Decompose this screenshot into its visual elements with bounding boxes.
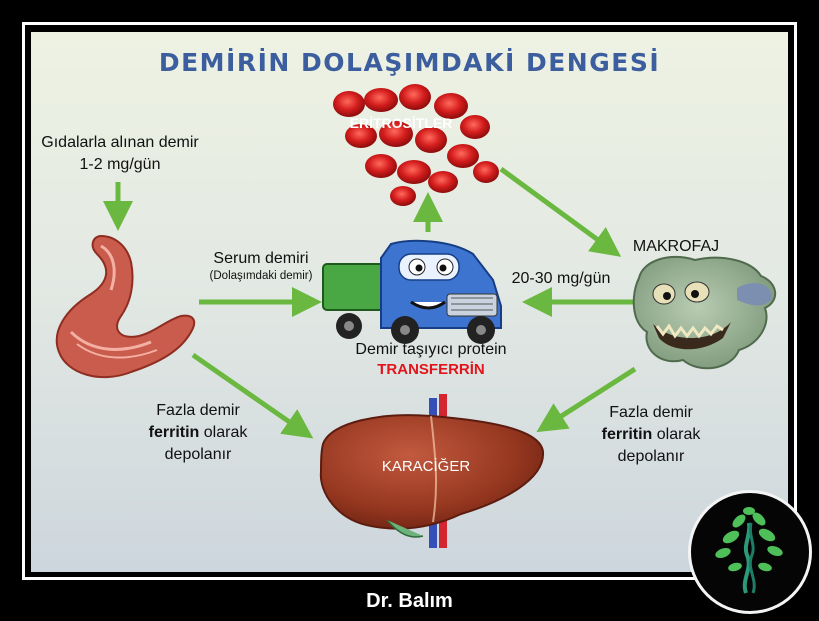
macrophage-flow-label: 20-30 mg/gün <box>511 270 611 287</box>
transport-label: Demir taşıyıcı protein TRANSFERRİN <box>321 339 541 378</box>
excess-left-line3: depolanır <box>164 446 232 463</box>
food-iron-amount: 1-2 mg/gün <box>79 156 161 173</box>
excess-right-line3: depolanır <box>617 448 685 465</box>
stomach-illustration <box>55 234 196 379</box>
erythrocytes-label: ERİTROSİTLER <box>349 115 453 131</box>
red-blood-cells-illustration <box>333 84 499 206</box>
serum-iron-line2: (Dolaşımdaki demir) <box>209 270 313 282</box>
tree-logo-graphic <box>715 507 783 594</box>
excess-left-line2: ferritin olarak <box>123 422 273 444</box>
transferrin-label: TRANSFERRİN <box>377 361 485 378</box>
liver-label: KARACİĞER <box>381 458 471 475</box>
arrow-erythrocytes-to-macrophage <box>499 166 622 257</box>
truck-illustration <box>322 239 502 344</box>
macrophage-illustration <box>632 255 776 370</box>
excess-left-rest: olarak <box>199 424 248 441</box>
excess-left-line1: Fazla demir <box>156 402 240 419</box>
liver-illustration <box>319 394 545 548</box>
macrophage-label: MAKROFAJ <box>632 238 720 255</box>
food-iron-label: Gıdalarla alınan demir 1-2 mg/gün <box>31 132 209 176</box>
excess-right-rest: olarak <box>652 426 701 443</box>
food-iron-line1: Gıdalarla alınan demir <box>41 134 199 151</box>
serum-iron-line1: Serum demiri <box>213 250 309 267</box>
diagram-panel: DEMİRİN DOLAŞIMDAKİ DENGESİ Gıdalarla al… <box>31 32 788 572</box>
serum-iron-label: Serum demiri (Dolaşımdaki demir) <box>191 248 331 282</box>
arrow-stomach-to-liver <box>191 352 314 439</box>
excess-iron-right: Fazla demir ferritin olarak depolanır <box>576 402 726 468</box>
footer-author: Dr. Balım <box>366 590 453 612</box>
diagram-title: DEMİRİN DOLAŞIMDAKİ DENGESİ <box>158 48 661 77</box>
ferritin-left: ferritin <box>148 424 200 441</box>
diagram-graphics <box>55 84 776 548</box>
transport-line1: Demir taşıyıcı protein <box>355 341 507 358</box>
arrow-macrophage-to-liver <box>536 366 637 433</box>
excess-right-line2: ferritin olarak <box>576 424 726 446</box>
ferritin-right: ferritin <box>601 426 653 443</box>
excess-iron-left: Fazla demir ferritin olarak depolanır <box>123 400 273 466</box>
excess-right-line1: Fazla demir <box>609 404 693 421</box>
tree-logo-icon <box>688 490 812 614</box>
